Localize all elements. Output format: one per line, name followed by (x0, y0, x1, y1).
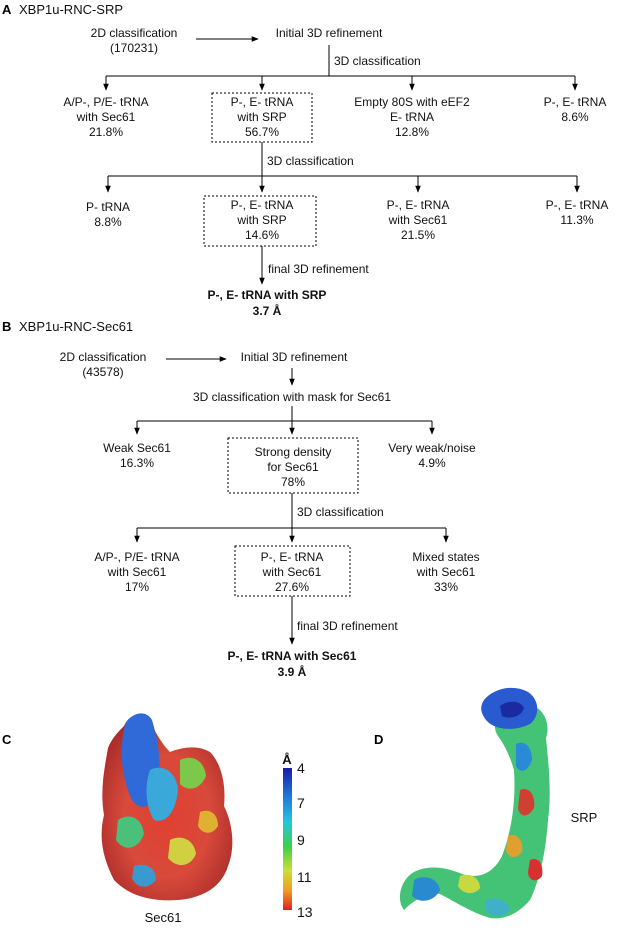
b-r2-c2-l3: 27.6% (275, 580, 309, 594)
b-r2-c3-l2: with Sec61 (416, 565, 476, 579)
scale-tick-4: 4 (297, 760, 305, 776)
a-class2-label: 3D classification (267, 154, 354, 168)
a-r1-c1-l3: 21.8% (89, 125, 123, 139)
b-r2-c1-l3: 17% (125, 580, 149, 594)
a-r1-c4-l2: 8.6% (561, 110, 589, 124)
a-start-line1: 2D classification (91, 26, 178, 40)
b-start-line2: (43578) (82, 365, 123, 379)
a-class1-label: 3D classification (334, 54, 421, 68)
b-r2-c2-l1: P-, E- tRNA (261, 550, 324, 564)
b-r2-c2-l2: with Sec61 (262, 565, 322, 579)
panel-a-letter: A (2, 2, 12, 17)
srp-label: SRP (571, 810, 598, 825)
b-result-line1: P-, E- tRNA with Sec61 (228, 649, 357, 663)
b-r2-selected-box (234, 545, 351, 597)
a-r1-c1-l2: with Sec61 (76, 110, 136, 124)
b-r2-c3-l1: Mixed states (412, 550, 479, 564)
sec61-density-map (101, 713, 233, 901)
a-start-line2: (170231) (110, 41, 158, 55)
color-scale-bar (283, 768, 292, 910)
a-refine: Initial 3D refinement (276, 26, 383, 40)
scale-tick-7: 7 (297, 795, 305, 811)
scale-tick-13: 13 (297, 904, 313, 920)
b-r1-c3-l2: 4.9% (418, 456, 446, 470)
a-r1-c3-l3: 12.8% (395, 125, 429, 139)
a-result-line2: 3.7 Å (253, 303, 282, 318)
a-r1-c2-l1: P-, E- tRNA (231, 95, 294, 109)
a-r2-c2-l3: 14.6% (245, 228, 279, 242)
b-class2-label: 3D classification (297, 505, 384, 519)
panel-d-letter: D (374, 732, 383, 747)
a-r1-c1-l1: A/P-, P/E- tRNA (63, 95, 148, 109)
a-r1-c2-l3: 56.7% (245, 125, 279, 139)
b-r2-c1-l1: A/P-, P/E- tRNA (94, 550, 179, 564)
b-r1-c1-l2: 16.3% (120, 456, 154, 470)
sec61-label: Sec61 (145, 910, 182, 925)
a-r2-c2-l1: P-, E- tRNA (231, 198, 294, 212)
a-r2-c3-l2: with Sec61 (388, 213, 448, 227)
b-r1-c3-l1: Very weak/noise (388, 441, 476, 455)
a-r2-c3-l3: 21.5% (401, 228, 435, 242)
b-r2-c1-l2: with Sec61 (107, 565, 167, 579)
a-r2-selected-box (203, 195, 317, 247)
a-r2-c2-l2: with SRP (236, 213, 286, 227)
b-r2-c3-l3: 33% (434, 580, 458, 594)
scale-tick-11: 11 (297, 869, 312, 885)
scale-unit: Å (282, 752, 292, 767)
a-r2-c4-l2: 11.3% (560, 213, 593, 227)
b-r1-c2-l1: Strong density (255, 445, 332, 459)
a-r1-c3-l2: E- tRNA (390, 110, 434, 124)
a-r1-selected-box (211, 92, 313, 143)
panel-b-letter: B (2, 319, 11, 334)
b-refine: Initial 3D refinement (241, 350, 348, 364)
scale-tick-9: 9 (297, 832, 305, 848)
a-result-line1: P-, E- tRNA with SRP (208, 288, 327, 302)
a-final-label: final 3D refinement (268, 262, 369, 276)
b-start-line1: 2D classification (60, 350, 147, 364)
b-r1-c2-l3: 78% (281, 475, 305, 489)
a-r1-c4-l1: P-, E- tRNA (544, 95, 607, 109)
b-final-label: final 3D refinement (297, 619, 398, 633)
a-r1-c3-l1: Empty 80S with eEF2 (354, 95, 470, 109)
panel-a-title: XBP1u-RNC-SRP (19, 2, 123, 17)
b-r1-c2-l2: for Sec61 (267, 460, 319, 474)
a-r1-c2-l2: with SRP (236, 110, 286, 124)
b-r1-c1-l1: Weak Sec61 (103, 441, 171, 455)
a-r2-c3-l1: P-, E- tRNA (387, 198, 450, 212)
a-r2-c1-l1: P- tRNA (86, 200, 130, 214)
panel-c-letter: C (2, 732, 12, 747)
b-class1-label: 3D classification with mask for Sec61 (193, 390, 391, 404)
a-r2-c4-l1: P-, E- tRNA (546, 198, 609, 212)
a-r2-c1-l2: 8.8% (94, 215, 122, 229)
panel-b-title: XBP1u-RNC-Sec61 (19, 319, 133, 334)
srp-density-map (399, 687, 550, 919)
b-result-line2: 3.9 Å (278, 664, 307, 679)
b-r1-selected-box (227, 437, 359, 494)
